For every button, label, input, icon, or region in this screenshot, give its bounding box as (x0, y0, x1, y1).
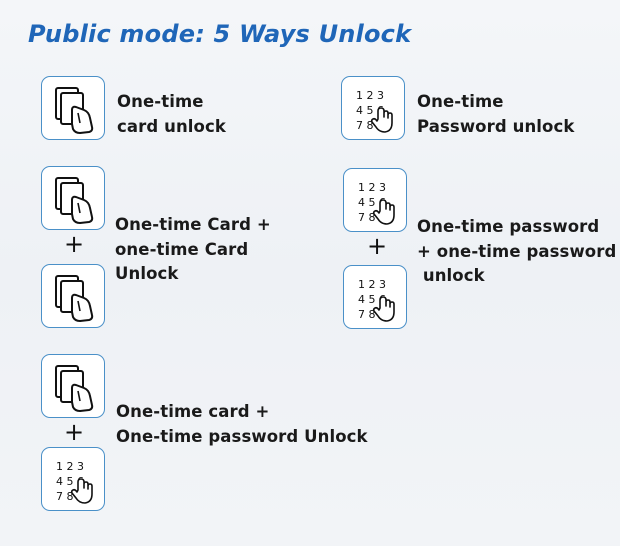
keypad-row2: 4 5 6 (358, 293, 386, 306)
method-card-line2: card unlock (117, 116, 226, 136)
card-icon (41, 76, 105, 140)
keypad-row2: 4 5 6 (56, 475, 84, 488)
keypad-icon: 1 2 3 4 5 6 7 8 (343, 168, 407, 232)
method-password-password-label: One-time password + one-time password un… (417, 215, 616, 289)
card-icon (41, 354, 105, 418)
method-password-password-line3: unlock (417, 266, 485, 285)
method-card-card-line2: one-time Card (115, 239, 249, 259)
keypad-row2: 4 5 6 (356, 104, 384, 117)
method-card-line1: One-time (117, 92, 204, 111)
page-title: Public mode: 5 Ways Unlock (28, 20, 412, 48)
method-card-label: One-time card unlock (117, 90, 226, 139)
keypad-row3: 7 8 (358, 211, 376, 224)
card-icon (41, 166, 105, 230)
keypad-icon: 1 2 3 4 5 6 7 8 (41, 447, 105, 511)
method-password-label: One-time Password unlock (417, 90, 574, 139)
method-card-password-line2: One-time password Unlock (116, 426, 368, 446)
method-card-password-label: One-time card + One-time password Unlock (116, 400, 368, 449)
keypad-icon: 1 2 3 4 5 6 7 8 (343, 265, 407, 329)
method-password-line1: One-time (417, 92, 504, 111)
method-card-password-line1: One-time card + (116, 402, 270, 421)
plus-sign: + (64, 230, 85, 258)
method-card-card-line1: One-time Card + (115, 215, 271, 234)
method-card-card-line3: Unlock (115, 264, 179, 283)
method-password-password-line1: One-time password (417, 217, 600, 236)
keypad-row3: 7 8 (56, 490, 74, 503)
keypad-row3: 7 8 (358, 308, 376, 321)
plus-sign: + (64, 418, 85, 446)
keypad-icon: 1 2 3 4 5 6 7 8 (341, 76, 405, 140)
card-icon (41, 264, 105, 328)
keypad-row1: 1 2 3 (358, 278, 386, 291)
keypad-row3: 7 8 (356, 119, 374, 132)
keypad-row2: 4 5 6 (358, 196, 386, 209)
plus-sign: + (367, 232, 388, 260)
method-password-line2: Password unlock (417, 116, 575, 136)
keypad-row1: 1 2 3 (56, 460, 84, 473)
method-password-password-line2: + one-time password (417, 241, 617, 261)
method-card-card-label: One-time Card + one-time Card Unlock (115, 213, 271, 287)
keypad-row1: 1 2 3 (358, 181, 386, 194)
keypad-row1: 1 2 3 (356, 89, 384, 102)
